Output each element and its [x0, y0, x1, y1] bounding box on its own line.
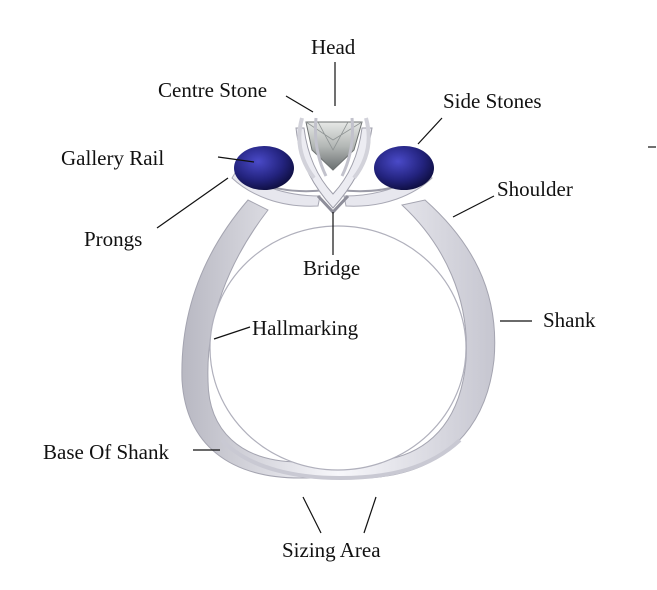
shank-inner — [209, 225, 467, 471]
leader-gallery-rail — [217, 156, 255, 163]
label-head: Head — [311, 35, 356, 59]
shank-base-shadow — [220, 438, 462, 481]
leader-lines — [156, 62, 656, 534]
leader-hallmarking — [213, 326, 251, 340]
head-basket — [295, 127, 373, 209]
label-hallmarking: Hallmarking — [252, 316, 359, 340]
label-shank: Shank — [543, 308, 596, 332]
label-side-stones: Side Stones — [443, 89, 542, 113]
prong-4 — [340, 117, 354, 177]
label-base-of-shank: Base Of Shank — [43, 440, 169, 464]
setting — [231, 117, 434, 215]
leader-sizing-left — [302, 496, 322, 534]
leader-sizing-right — [363, 496, 377, 534]
prong-3 — [314, 117, 328, 177]
label-shoulder: Shoulder — [497, 177, 573, 201]
side-stone-left — [234, 146, 294, 190]
leader-centre-stone — [285, 95, 314, 113]
leader-side-stones — [417, 117, 443, 145]
prong-1 — [297, 117, 316, 180]
label-gallery-rail: Gallery Rail — [61, 146, 165, 170]
side-stone-right — [374, 146, 434, 190]
label-centre-stone: Centre Stone — [158, 78, 268, 102]
label-sizing-area: Sizing Area — [282, 538, 381, 562]
leader-prongs — [156, 177, 229, 229]
prong-2 — [352, 117, 371, 180]
leader-shoulder — [452, 195, 495, 218]
label-bridge: Bridge — [303, 256, 361, 280]
label-prongs: Prongs — [84, 227, 143, 251]
